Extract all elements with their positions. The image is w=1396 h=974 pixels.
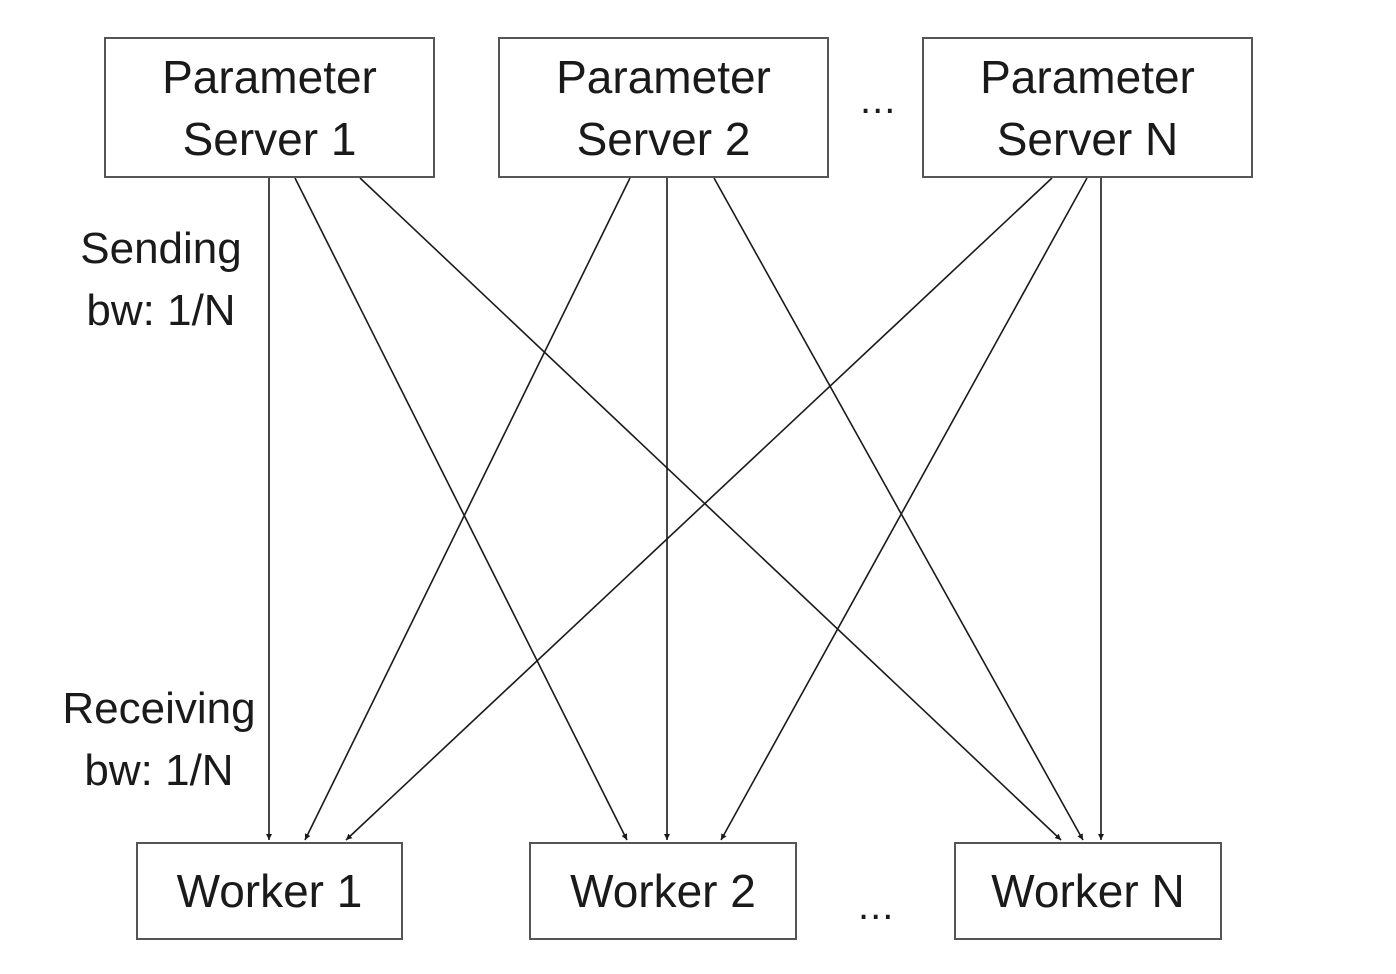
worker-n-label: Worker N: [991, 865, 1185, 917]
worker-1: Worker 1: [136, 842, 403, 940]
sending-bandwidth-label: Sending bw: 1/N: [66, 218, 256, 342]
workers-ellipsis: ...: [858, 884, 895, 928]
sending-label-line1: Sending: [80, 224, 242, 273]
server-n-title: Parameter: [980, 50, 1195, 103]
servers-ellipsis: ...: [860, 78, 897, 122]
arrow-server-2-to-worker-n: [713, 177, 1084, 841]
parameter-server-2: Parameter Server 2: [498, 37, 829, 178]
sending-label-line2: bw: 1/N: [86, 286, 236, 335]
arrows-group: [266, 177, 1104, 841]
arrow-server-2-to-worker-1: [304, 177, 631, 841]
server-1-title: Parameter: [162, 50, 377, 103]
receiving-bandwidth-label: Receiving bw: 1/N: [50, 678, 268, 802]
receiving-label-line1: Receiving: [62, 684, 256, 733]
arrow-server-1-to-worker-n: [359, 177, 1062, 841]
arrow-server-n-to-worker-2: [720, 177, 1088, 841]
server-n-subtitle: Server N: [996, 112, 1179, 165]
receiving-label-line2: bw: 1/N: [84, 746, 234, 795]
arrow-server-n-to-worker-1: [345, 177, 1053, 841]
worker-2: Worker 2: [529, 842, 797, 940]
parameter-server-1: Parameter Server 1: [104, 37, 435, 178]
server-2-title: Parameter: [556, 50, 771, 103]
server-1-subtitle: Server 1: [182, 112, 357, 165]
parameter-server-n: Parameter Server N: [922, 37, 1253, 178]
worker-2-label: Worker 2: [570, 865, 756, 917]
server-2-subtitle: Server 2: [576, 112, 751, 165]
worker-n: Worker N: [954, 842, 1222, 940]
arrow-server-1-to-worker-2: [294, 177, 628, 841]
worker-1-label: Worker 1: [176, 865, 363, 917]
